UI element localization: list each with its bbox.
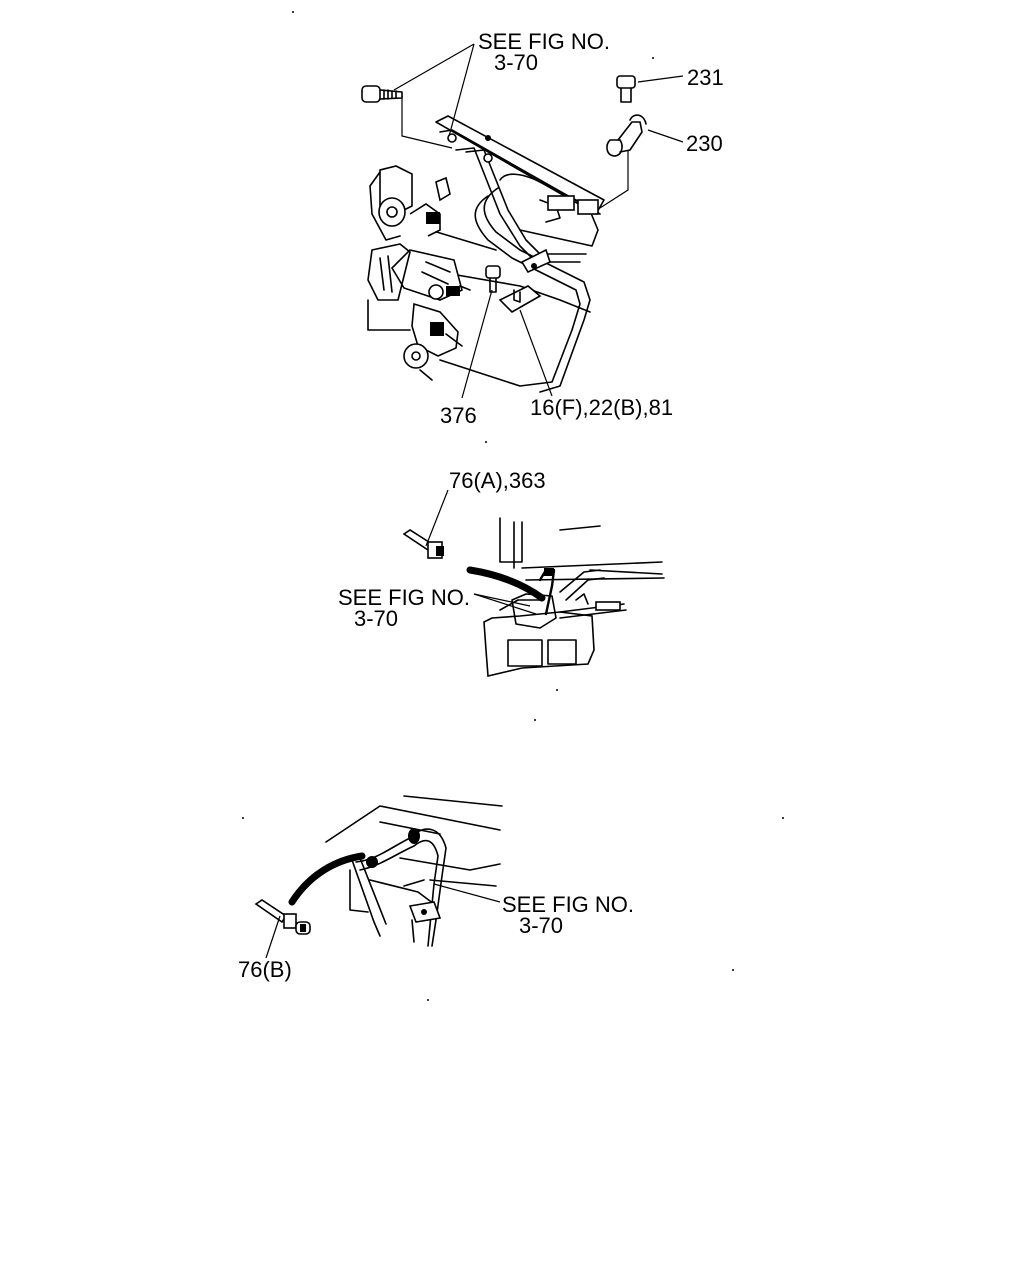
see-fig-ref-middle: 3-70 bbox=[354, 606, 398, 631]
callout-16f-22b-81: 16(F),22(B),81 bbox=[530, 395, 673, 420]
callout-376: 376 bbox=[440, 403, 477, 428]
hose-middle bbox=[466, 566, 546, 602]
callout-76a-363: 76(A),363 bbox=[449, 468, 546, 493]
callout-76b: 76(B) bbox=[238, 957, 292, 982]
clip-76a bbox=[402, 529, 444, 559]
bolt-376 bbox=[485, 265, 501, 293]
see-fig-label-bottom: SEE FIG NO. bbox=[502, 892, 634, 917]
brake-pipe-run bbox=[429, 173, 599, 393]
hose-bottom bbox=[288, 852, 366, 906]
brake-line-bottom bbox=[351, 828, 447, 947]
see-fig-ref-bottom: 3-70 bbox=[519, 913, 563, 938]
see-fig-label-top: SEE FIG NO. bbox=[478, 29, 610, 54]
bottom-view: SEE FIG NO. 3-70 76(B) bbox=[238, 795, 634, 982]
mount-plate bbox=[498, 248, 551, 313]
clip-76b bbox=[254, 899, 311, 935]
see-fig-label-middle: SEE FIG NO. bbox=[338, 585, 470, 610]
frame-crossmember-middle bbox=[483, 517, 665, 677]
clamp-230 bbox=[606, 114, 647, 157]
bracket-middle bbox=[511, 568, 663, 629]
callout-230: 230 bbox=[686, 131, 723, 156]
see-fig-ref-top: 3-70 bbox=[494, 50, 538, 75]
master-cylinder-assembly bbox=[367, 165, 471, 381]
callout-231: 231 bbox=[687, 65, 724, 90]
top-view: SEE FIG NO. 3-70 231 230 376 16(F),22(B)… bbox=[361, 29, 724, 428]
middle-view: 76(A),363 SEE FIG NO. 3-70 bbox=[338, 468, 665, 677]
scan-specks bbox=[242, 11, 784, 1001]
frame-panels-bottom bbox=[325, 795, 503, 913]
bolt-231 bbox=[616, 75, 636, 103]
bolt-left bbox=[361, 85, 403, 103]
